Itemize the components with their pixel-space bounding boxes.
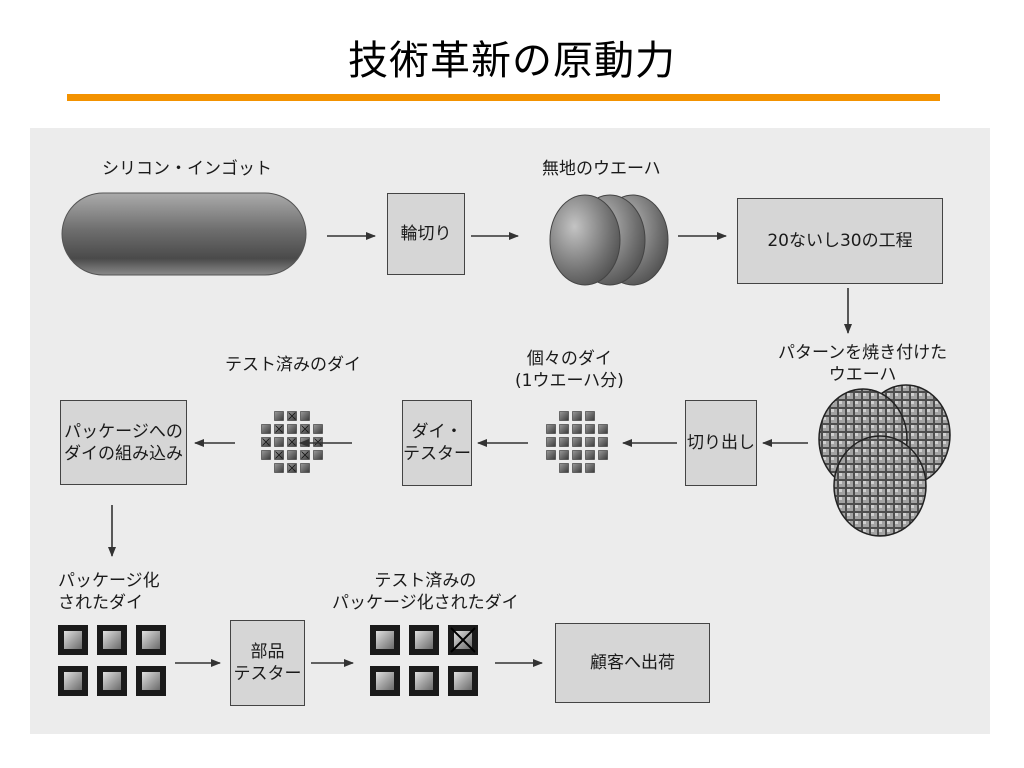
die [546, 450, 556, 460]
ship-box: 顧客へ出荷 [555, 623, 710, 703]
reject-mark [288, 464, 296, 472]
die [559, 411, 569, 421]
die [598, 437, 608, 447]
die [585, 437, 595, 447]
die [559, 463, 569, 473]
die [546, 424, 556, 434]
reject-mark [275, 425, 283, 433]
label-silicon-ingot: シリコン・インゴット [102, 159, 272, 179]
die [585, 411, 595, 421]
die [559, 450, 569, 460]
label-tested-packaged-dies: テスト済みの パッケージ化されたダイ [332, 571, 519, 613]
die [585, 463, 595, 473]
reject-mark [262, 438, 270, 446]
slicing-box: 輪切り [387, 193, 465, 275]
dicing-box: 切り出し [685, 400, 757, 486]
die [274, 437, 284, 447]
patterned-wafers [818, 384, 951, 537]
die [300, 463, 310, 473]
process-diagram: シリコン・インゴット 無地のウエーハ パターンを焼き付けた ウエーハ 個々のダイ… [30, 128, 990, 734]
die [572, 411, 582, 421]
silicon-ingot [61, 192, 307, 276]
die [313, 424, 323, 434]
blank-wafers [549, 194, 669, 286]
reject-mark [275, 451, 283, 459]
die [598, 450, 608, 460]
reject-mark [288, 412, 296, 420]
die-tester-box: ダイ・ テスター [402, 400, 472, 486]
die [585, 424, 595, 434]
reject-mark [301, 451, 309, 459]
die [287, 424, 297, 434]
label-tested-dies: テスト済みのダイ [225, 355, 361, 375]
label-patterned-wafer: パターンを焼き付けた ウエーハ [778, 343, 948, 385]
flow-arrows [108, 232, 852, 667]
die [274, 463, 284, 473]
individual-dies [546, 411, 608, 473]
part-tester-box: 部品 テスター [230, 620, 305, 706]
reject-mark [450, 627, 476, 653]
label-individual-dies: 個々のダイ (1ウエーハ分) [515, 349, 624, 391]
die [572, 424, 582, 434]
die [559, 437, 569, 447]
reject-mark [301, 425, 309, 433]
label-blank-wafer: 無地のウエーハ [542, 159, 661, 179]
reject-mark [314, 438, 322, 446]
die [546, 437, 556, 447]
die [585, 450, 595, 460]
tested-dies [261, 411, 323, 473]
process-steps-box: 20ないし30の工程 [737, 198, 943, 284]
die [300, 437, 310, 447]
packaged-dies [58, 625, 166, 696]
die [261, 424, 271, 434]
die [313, 450, 323, 460]
die [274, 411, 284, 421]
tested-packaged-dies [370, 625, 478, 696]
diagram-graphics [58, 192, 951, 696]
slide-title: 技術革新の原動力 [348, 38, 676, 84]
die [598, 424, 608, 434]
title-underline [67, 94, 940, 101]
label-packaged-dies: パッケージ化 されたダイ [58, 571, 160, 613]
die [572, 450, 582, 460]
die [300, 411, 310, 421]
die [559, 424, 569, 434]
die [287, 450, 297, 460]
die [572, 437, 582, 447]
die [261, 450, 271, 460]
packaging-box: パッケージへの ダイの組み込み [60, 400, 187, 485]
reject-mark [288, 438, 296, 446]
die [572, 463, 582, 473]
